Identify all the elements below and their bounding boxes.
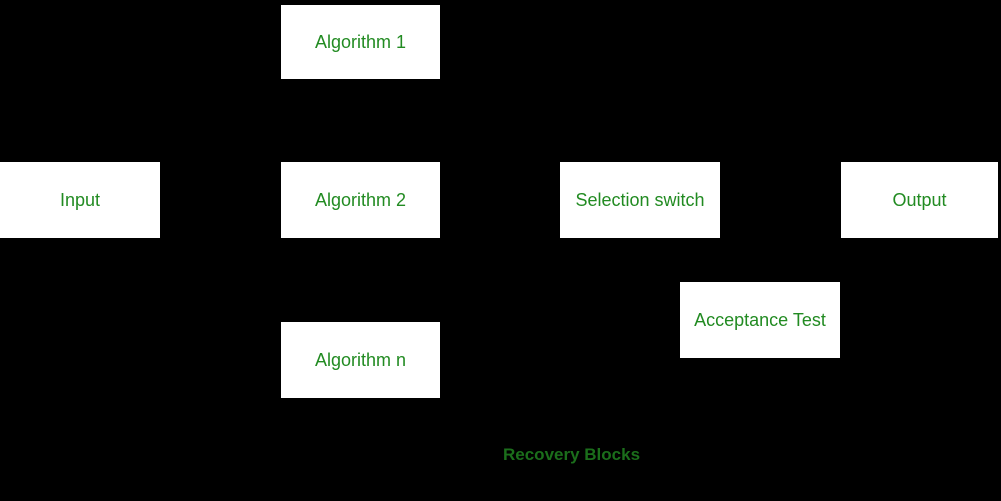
block-algorithm-n-label: Algorithm n (314, 350, 407, 370)
block-algorithm-1-label: Algorithm 1 (314, 32, 407, 52)
block-output-label: Output (892, 190, 947, 210)
block-selection-switch: Selection switch (560, 162, 720, 238)
block-input: Input (0, 162, 160, 238)
block-input-label: Input (59, 190, 101, 210)
block-output: Output (841, 162, 998, 238)
block-algorithm-n: Algorithm n (281, 322, 440, 398)
block-acceptance-test-label: Acceptance Test (694, 310, 826, 330)
block-acceptance-test: Acceptance Test (680, 282, 840, 358)
block-algorithm-2-label: Algorithm 2 (314, 190, 407, 210)
block-selection-switch-label: Selection switch (575, 190, 705, 210)
diagram-caption: Recovery Blocks (503, 445, 641, 464)
block-algorithm-2: Algorithm 2 (281, 162, 440, 238)
block-algorithm-1: Algorithm 1 (281, 5, 440, 79)
